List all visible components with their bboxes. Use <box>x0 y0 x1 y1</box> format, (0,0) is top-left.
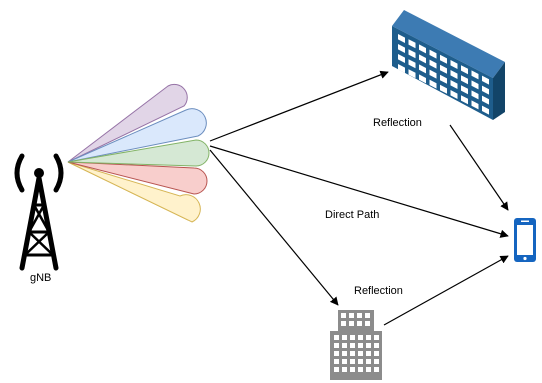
window <box>342 359 347 364</box>
smartphone-icon <box>514 218 536 262</box>
label-reflection-bottom: Reflection <box>354 285 403 297</box>
window <box>357 321 362 326</box>
cell-tower-icon <box>14 153 64 271</box>
window <box>429 59 437 69</box>
window <box>408 69 416 79</box>
window <box>366 335 371 340</box>
window <box>358 367 363 372</box>
window <box>374 351 379 356</box>
window <box>482 105 489 115</box>
window <box>398 34 405 43</box>
beam-green <box>67 139 210 167</box>
beam-yellow-body <box>67 161 201 223</box>
window <box>334 343 339 348</box>
window <box>374 343 379 348</box>
beam-fan <box>67 83 210 223</box>
arrow-to-building <box>209 70 389 142</box>
window <box>374 367 379 372</box>
beam-blue <box>67 108 207 163</box>
window <box>358 351 363 356</box>
window <box>440 84 447 94</box>
window <box>349 313 354 318</box>
window <box>482 75 489 85</box>
window <box>398 54 405 63</box>
window <box>471 90 479 100</box>
window <box>450 70 458 79</box>
window <box>450 90 458 99</box>
window <box>374 359 379 364</box>
window <box>365 321 370 326</box>
arrow-to-small-building <box>209 149 339 306</box>
window <box>429 79 437 89</box>
window <box>366 367 371 372</box>
window <box>461 85 468 95</box>
window <box>408 39 416 49</box>
window <box>419 64 426 74</box>
window <box>450 60 458 69</box>
window <box>365 313 370 318</box>
window <box>398 44 405 53</box>
window <box>408 59 416 69</box>
window <box>334 359 339 364</box>
window <box>429 49 437 59</box>
window <box>461 75 468 85</box>
label-direct-path: Direct Path <box>325 209 380 221</box>
window <box>342 343 347 348</box>
window <box>350 367 355 372</box>
window <box>440 54 447 64</box>
window <box>461 95 468 105</box>
window <box>419 74 426 84</box>
arrow-building-to-phone <box>449 124 509 211</box>
window <box>374 335 379 340</box>
window <box>398 64 405 73</box>
label-reflection-top: Reflection <box>373 117 422 129</box>
beam-red <box>67 161 208 195</box>
window <box>366 351 371 356</box>
building-icon <box>330 310 382 380</box>
window <box>358 343 363 348</box>
window <box>471 80 479 90</box>
window <box>350 335 355 340</box>
window <box>350 359 355 364</box>
arrow-small-building-to-phone <box>383 255 509 326</box>
window <box>342 351 347 356</box>
window <box>482 95 489 105</box>
window <box>341 321 346 326</box>
window <box>350 343 355 348</box>
window <box>350 351 355 356</box>
window <box>419 44 426 54</box>
window <box>429 69 437 79</box>
window <box>450 80 458 89</box>
office-building-icon <box>392 10 505 120</box>
window <box>461 65 468 75</box>
beam-purple <box>67 83 188 163</box>
window <box>440 74 447 84</box>
window <box>482 85 489 95</box>
window <box>358 335 363 340</box>
window <box>341 313 346 318</box>
window <box>334 335 339 340</box>
window <box>334 351 339 356</box>
window <box>471 100 479 110</box>
window <box>419 54 426 64</box>
window <box>334 367 339 372</box>
window <box>342 335 347 340</box>
arrow-direct-path <box>209 145 509 238</box>
window <box>366 343 371 348</box>
window <box>471 70 479 80</box>
window <box>440 64 447 74</box>
window <box>349 321 354 326</box>
label-gnb: gNB <box>30 272 52 284</box>
window <box>358 359 363 364</box>
window <box>408 49 416 59</box>
window <box>342 367 347 372</box>
window <box>357 313 362 318</box>
window <box>366 359 371 364</box>
